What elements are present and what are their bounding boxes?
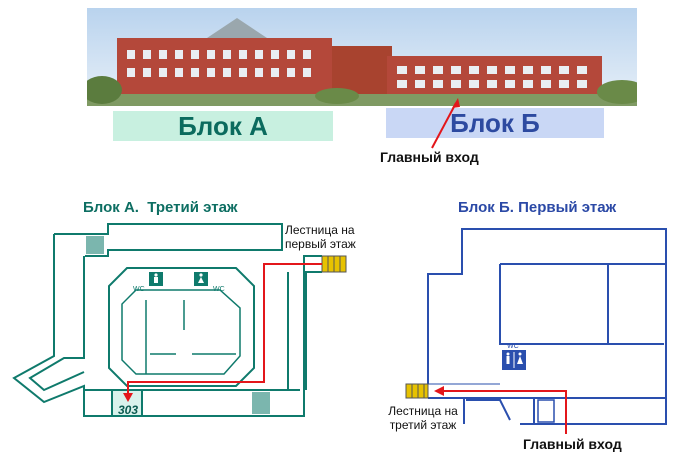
stairs-to-third-floor [405,383,429,399]
stairs-to-first-floor [321,255,347,273]
block-a-route [127,263,322,395]
main-entrance-label-top: Главный вход [380,149,479,165]
block-b-route [442,390,567,434]
stairs-to-third-floor-label: Лестница на третий этаж [388,404,458,432]
wc-label-block-a-1: WC [133,286,145,293]
wc-label-block-b: WC [507,343,519,350]
block-a-label: Блок А [113,111,333,141]
block-b-floor-title: Блок Б. Первый этаж [458,199,617,216]
room-303-label: 303 [117,403,139,417]
wc-icon-men [149,272,163,286]
block-b-plan [427,228,667,425]
entrance-pointer-arrow [431,98,460,149]
wc-icon-women [194,272,208,286]
block-b-label: Блок Б [386,108,604,138]
block-a-stairs-left [86,236,104,254]
block-a-stairs-bottom [252,392,270,414]
main-entrance-label-block-b: Главный вход [523,436,622,452]
block-a-floor-title: Блок А. Третий этаж [83,199,238,216]
block-a-plan [12,223,322,417]
building-photo [87,8,637,106]
wc-label-block-a-2: WC [213,286,225,293]
wc-icon-block-b [502,350,526,370]
stairs-to-first-floor-label: Лестница на первый этаж [285,223,356,251]
